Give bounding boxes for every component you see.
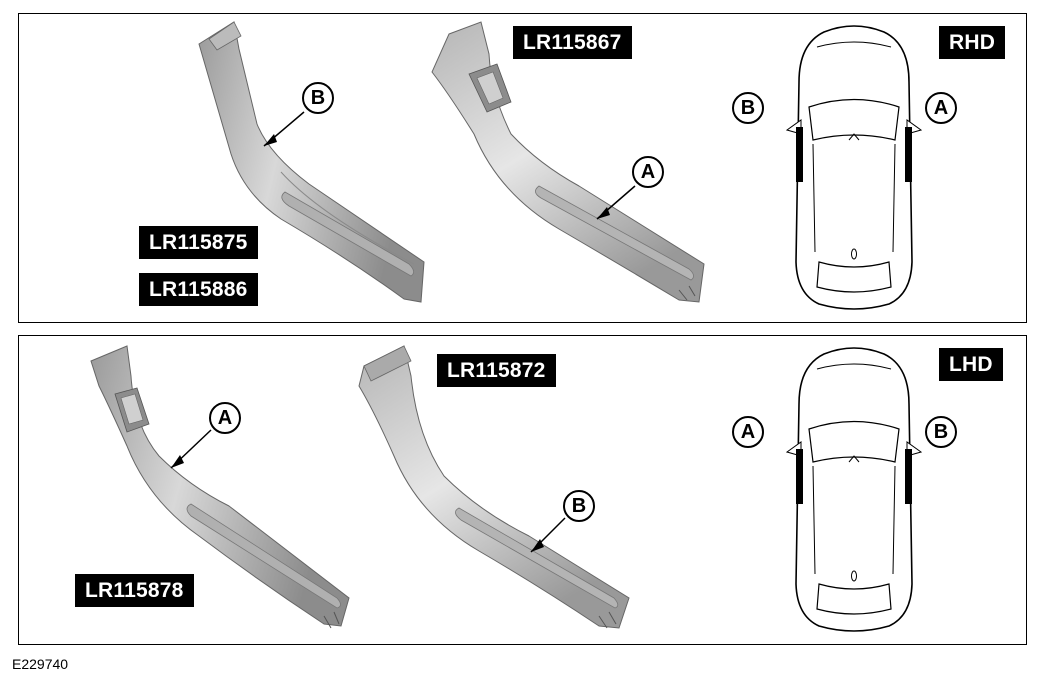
arrow-head (264, 134, 277, 146)
callout-marker: A (732, 416, 764, 448)
car-top-view (785, 347, 923, 632)
part-number-label: LR115886 (139, 273, 258, 306)
callout-marker: B (302, 82, 334, 114)
part-number-label: LR115867 (513, 26, 632, 59)
drive-badge: LHD (939, 348, 1003, 381)
callout-marker: A (925, 92, 957, 124)
arrow-head (597, 207, 610, 219)
arrow-head (171, 455, 184, 468)
callout-marker: A (632, 156, 664, 188)
lhd-illustration (90, 345, 923, 632)
callout-marker: A (209, 402, 241, 434)
lhd-panel: LHD LR115878 LR115872 A B A B (18, 335, 1027, 645)
sill-trim-b-illustration (358, 345, 630, 629)
callout-marker: B (925, 416, 957, 448)
rhd-illustration (198, 21, 923, 310)
callout-marker: B (732, 92, 764, 124)
figure-id: E229740 (12, 656, 69, 672)
sill-trim-a-illustration (431, 21, 705, 303)
part-number-label: LR115872 (437, 354, 556, 387)
drive-badge: RHD (939, 26, 1006, 59)
callout-marker: B (563, 490, 595, 522)
arrow-head (531, 539, 544, 552)
part-number-label: LR115878 (75, 574, 194, 607)
sill-trim-a-illustration (90, 345, 350, 629)
car-top-view (785, 25, 923, 310)
sill-trim-b-illustration (198, 21, 425, 303)
part-number-label: LR115875 (139, 226, 258, 259)
rhd-panel: RHD LR115875 LR115886 LR115867 B A B A (18, 13, 1027, 323)
